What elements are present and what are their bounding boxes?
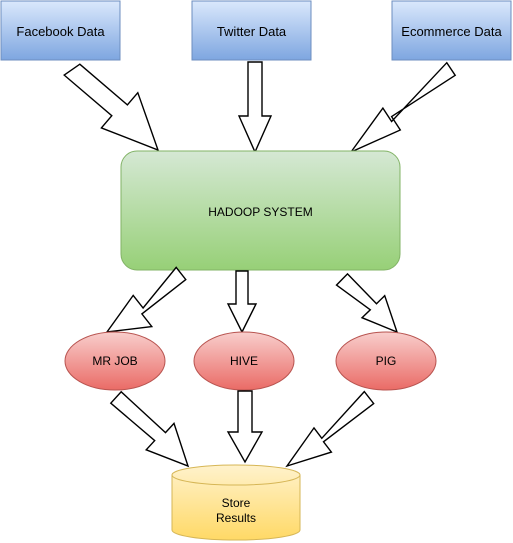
mr-job-node[interactable] [64, 331, 166, 391]
pig-node[interactable] [335, 331, 437, 391]
arrow-pig-to-store [285, 390, 375, 468]
hive-node[interactable] [193, 331, 295, 391]
arrow-facebook-to-hadoop [63, 63, 160, 152]
arrow-hadoop-to-mrjob [105, 266, 187, 333]
store-results-label-line2: Results [216, 511, 256, 525]
ecommerce-data-box[interactable] [391, 0, 512, 61]
arrow-hive-to-store [226, 390, 264, 464]
ecommerce-data-label: Ecommerce Data [401, 24, 502, 39]
mr-job-label: MR JOB [92, 354, 137, 368]
twitter-data-box[interactable] [191, 0, 312, 61]
arrow-hadoop-to-pig [335, 272, 399, 334]
arrow-mrjob-to-store [109, 390, 190, 468]
store-results-label-line1: Store [222, 496, 251, 510]
facebook-data-box[interactable] [0, 0, 121, 61]
hadoop-system-label: HADOOP SYSTEM [208, 205, 312, 219]
pig-label: PIG [376, 354, 397, 368]
hive-label: HIVE [230, 354, 258, 368]
store-results-cylinder-rim [171, 474, 301, 486]
arrow-hadoop-to-hive [226, 270, 258, 334]
facebook-data-label: Facebook Data [16, 24, 105, 39]
hadoop-system-box[interactable] [120, 150, 401, 271]
arrow-twitter-to-hadoop [237, 61, 273, 154]
twitter-data-label: Twitter Data [217, 24, 287, 39]
arrow-ecommerce-to-hadoop [348, 61, 457, 154]
